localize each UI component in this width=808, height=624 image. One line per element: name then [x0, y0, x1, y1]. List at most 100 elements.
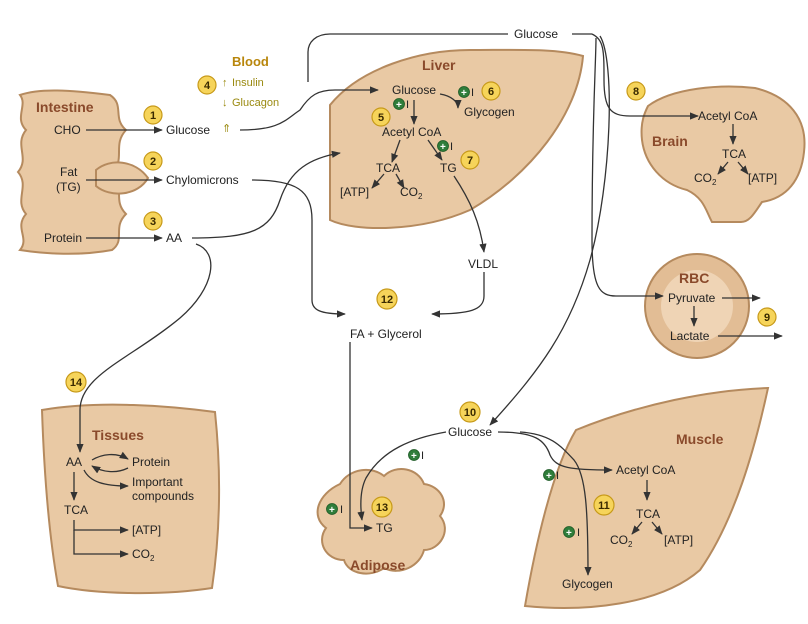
- step-badge-6: 6: [481, 81, 501, 101]
- regulator-liver-glycogen: + I: [458, 86, 474, 99]
- regulator-markers: + I + I + I + I + I + I +: [326, 86, 580, 539]
- tissues-co2-label: CO2: [132, 547, 155, 563]
- step-badge-11: 11: [593, 494, 615, 516]
- step-badge-2: 2: [143, 151, 163, 171]
- tg-paren-label: (TG): [56, 180, 81, 194]
- regulator-adipose-glucose: + I: [408, 449, 424, 462]
- muscle-glycogen-label: Glycogen: [562, 577, 613, 591]
- svg-text:12: 12: [381, 294, 393, 306]
- adipose-title: Adipose: [350, 557, 405, 573]
- step-badge-10: 10: [459, 401, 481, 423]
- brain-co2-label: CO2: [694, 171, 717, 187]
- svg-text:I: I: [340, 504, 343, 516]
- svg-text:4: 4: [204, 80, 211, 92]
- svg-text:13: 13: [376, 502, 388, 514]
- adipose-tg-label: TG: [376, 521, 393, 535]
- svg-text:I: I: [450, 141, 453, 153]
- svg-text:I: I: [406, 99, 409, 111]
- muscle-tca-label: TCA: [636, 507, 660, 521]
- svg-text:I: I: [471, 87, 474, 99]
- svg-text:1: 1: [150, 110, 156, 122]
- svg-text:2: 2: [150, 156, 156, 168]
- liver-glycogen-label: Glycogen: [464, 105, 515, 119]
- muscle-co2-label: CO2: [610, 533, 633, 549]
- svg-text:+: +: [566, 528, 572, 539]
- svg-text:14: 14: [70, 377, 83, 389]
- glucagon-label: Glucagon: [232, 97, 279, 109]
- rbc-pyruvate-label: Pyruvate: [668, 291, 716, 305]
- svg-text:11: 11: [598, 500, 610, 512]
- insulin-label: Insulin: [232, 77, 264, 89]
- double-up-arrow-icon: ⇑: [222, 123, 231, 135]
- svg-text:7: 7: [467, 155, 473, 167]
- svg-text:+: +: [546, 471, 552, 482]
- svg-text:+: +: [461, 88, 467, 99]
- insulin-up-arrow: ↑: [222, 77, 228, 89]
- muscle-title: Muscle: [676, 431, 724, 447]
- glucose-mid-label: Glucose: [448, 425, 492, 439]
- liver-tg-label: TG: [440, 161, 457, 175]
- flow-arrows: [70, 33, 783, 576]
- brain-tca-label: TCA: [722, 147, 746, 161]
- svg-text:+: +: [396, 100, 402, 111]
- aa-intestine-label: AA: [166, 231, 182, 245]
- liver-glucose-label: Glucose: [392, 83, 436, 97]
- svg-text:+: +: [440, 142, 446, 153]
- regulator-muscle-glycogen: + I: [563, 526, 580, 539]
- step-badge-3: 3: [143, 211, 163, 231]
- brain-acetylcoa-label: Acetyl CoA: [698, 109, 757, 123]
- liver-atp-label: [ATP]: [340, 185, 369, 199]
- intestine-title: Intestine: [36, 99, 94, 115]
- svg-text:3: 3: [150, 216, 156, 228]
- tissues-aa-label: AA: [66, 455, 82, 469]
- svg-text:8: 8: [633, 86, 639, 98]
- regulator-muscle-uptake: + I: [543, 469, 559, 482]
- tissues-important-label: Important: [132, 475, 183, 489]
- glucagon-down-arrow: ↓: [222, 97, 228, 109]
- liver-title: Liver: [422, 57, 456, 73]
- step-badge-1: 1: [143, 105, 163, 125]
- svg-text:I: I: [556, 470, 559, 482]
- rbc-lactate-label: Lactate: [670, 329, 710, 343]
- svg-text:9: 9: [764, 312, 770, 324]
- step-badge-9: 9: [757, 307, 777, 327]
- tissues-protein-label: Protein: [132, 455, 170, 469]
- tissues-tca-label: TCA: [64, 503, 88, 517]
- brain-atp-label: [ATP]: [748, 171, 777, 185]
- cho-label: CHO: [54, 123, 81, 137]
- liver-shape: [329, 48, 585, 229]
- step-badge-4: 4: [197, 75, 217, 95]
- step-badge-7: 7: [460, 150, 480, 170]
- fat-label: Fat: [60, 165, 78, 179]
- step-badges: 1 2 3 4 5 6 7 8: [65, 75, 777, 518]
- fa-glycerol-label: FA + Glycerol: [350, 327, 422, 341]
- muscle-acetylcoa-label: Acetyl CoA: [616, 463, 675, 477]
- liver-acetylcoa-label: Acetyl CoA: [382, 125, 441, 139]
- liver-co2-label: CO2: [400, 185, 423, 201]
- protein-label: Protein: [44, 231, 82, 245]
- tissues-title: Tissues: [92, 427, 144, 443]
- svg-text:I: I: [577, 527, 580, 539]
- regulator-liver-glucose: + I: [393, 98, 409, 111]
- svg-text:I: I: [421, 450, 424, 462]
- brain-shape: [640, 85, 806, 223]
- tissues-shape: [40, 403, 221, 595]
- muscle-atp-label: [ATP]: [664, 533, 693, 547]
- glucose-top-label: Glucose: [514, 27, 558, 41]
- vldl-label: VLDL: [468, 257, 498, 271]
- tissues-atp-label: [ATP]: [132, 523, 161, 537]
- liver-tca-label: TCA: [376, 161, 400, 175]
- tissues-compounds-label: compounds: [132, 489, 194, 503]
- svg-text:5: 5: [378, 112, 384, 124]
- glucose-intestine-label: Glucose: [166, 123, 210, 137]
- blood-title: Blood: [232, 54, 269, 69]
- step-badge-12: 12: [376, 288, 398, 310]
- brain-title: Brain: [652, 133, 688, 149]
- chylomicrons-label: Chylomicrons: [166, 173, 239, 187]
- svg-text:10: 10: [464, 407, 476, 419]
- step-badge-14: 14: [65, 371, 87, 393]
- intestine-shape: [16, 89, 128, 255]
- step-badge-8: 8: [626, 81, 646, 101]
- svg-text:+: +: [329, 505, 335, 516]
